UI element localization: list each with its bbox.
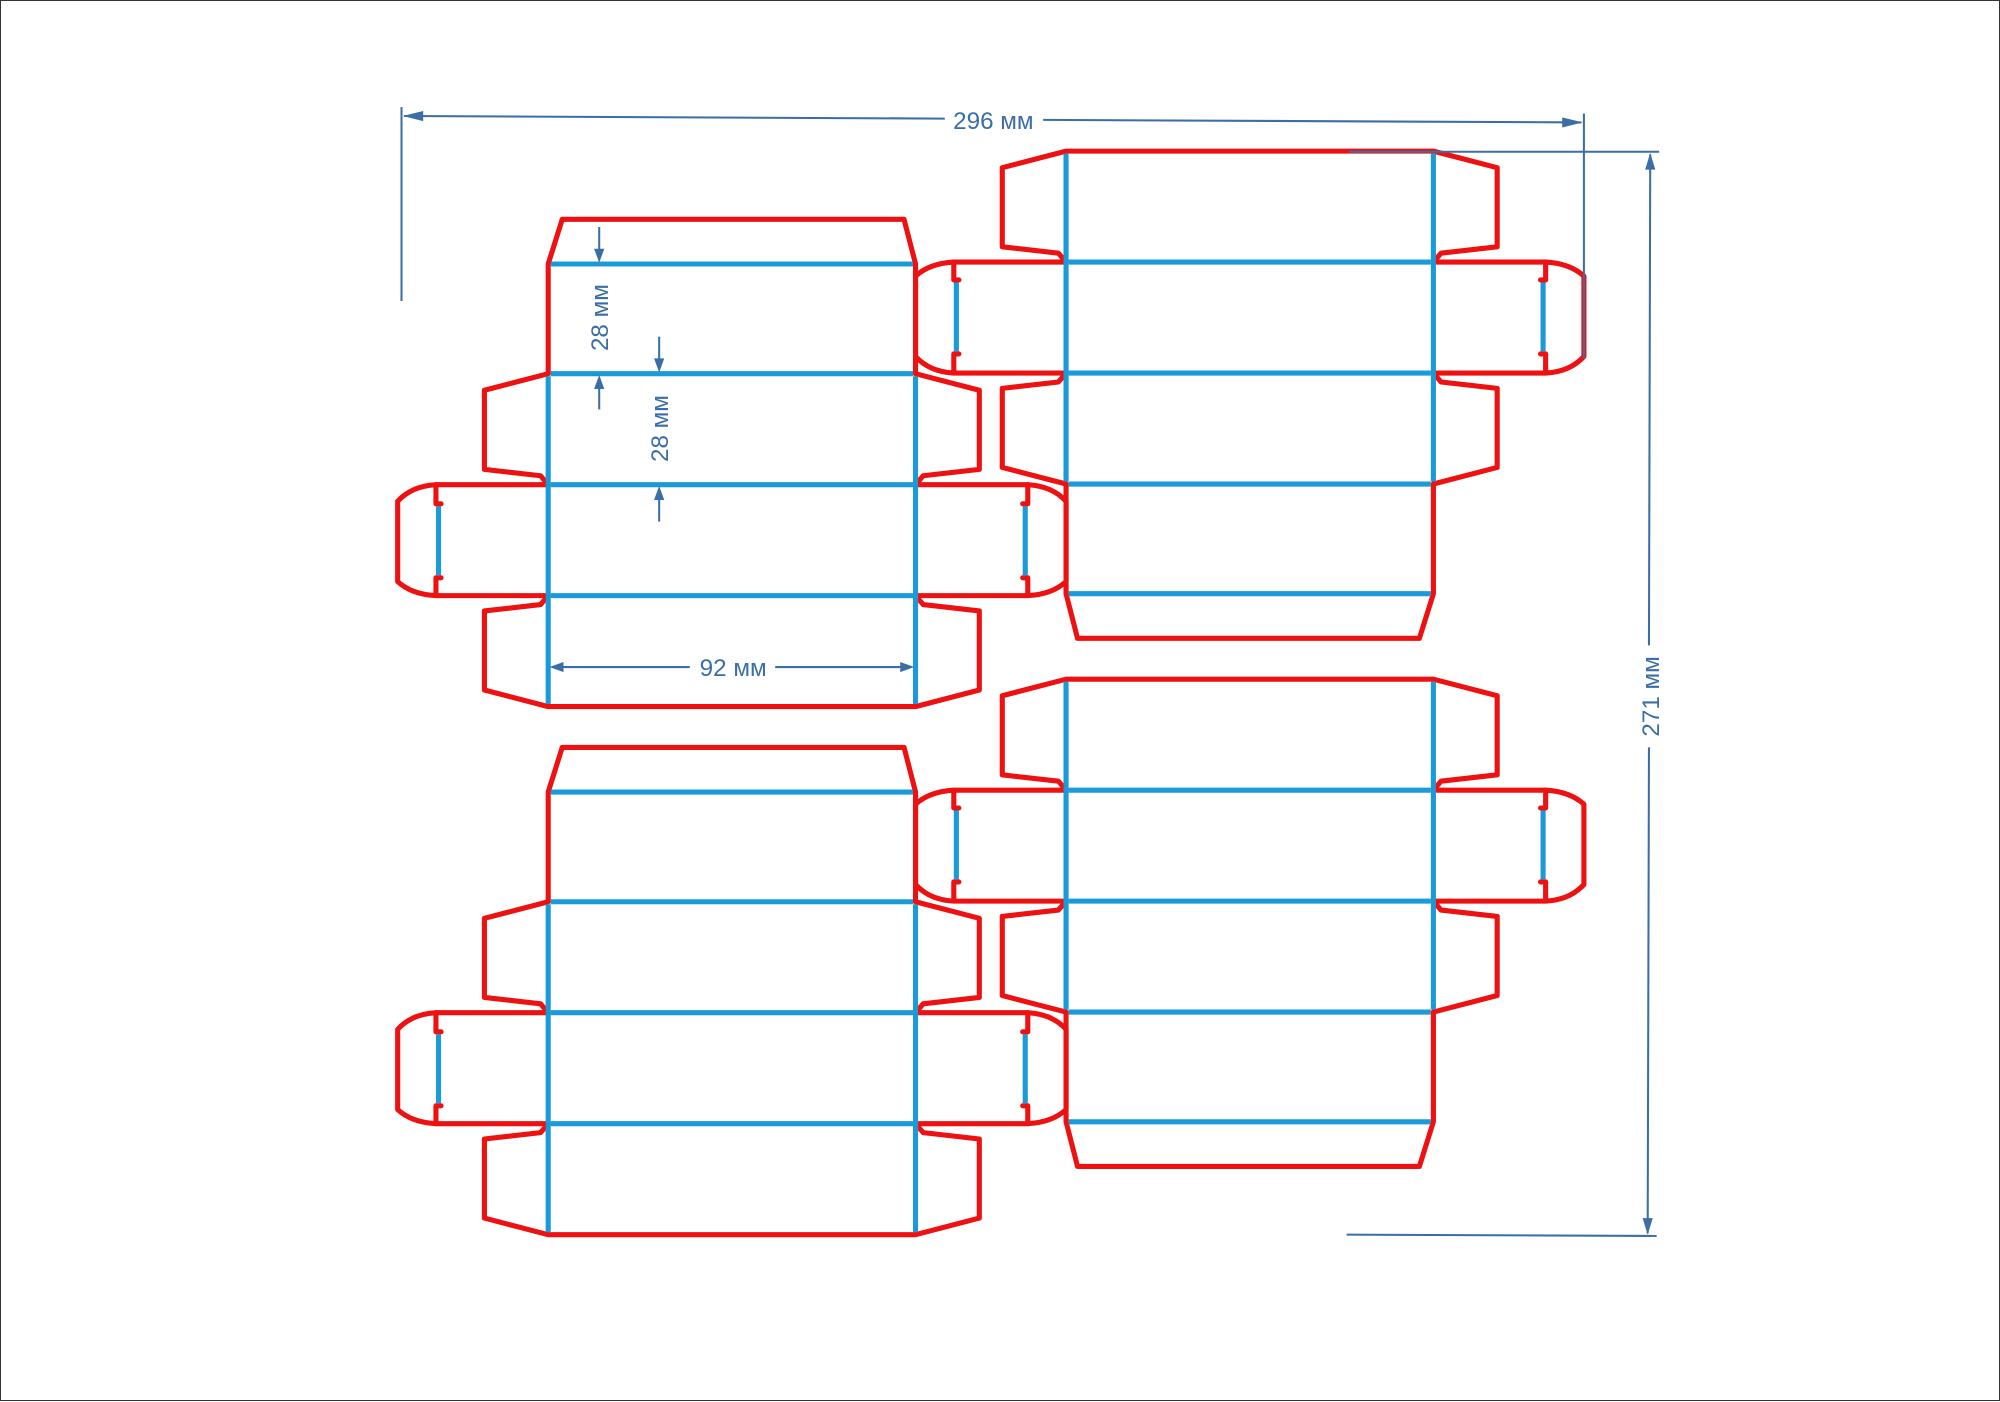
- arrow-icon: [1642, 1218, 1653, 1235]
- arrow-icon: [594, 374, 605, 389]
- arrow-icon: [1562, 117, 1583, 128]
- flap-height-label: 28 мм: [587, 284, 614, 351]
- dimension-line: [1647, 154, 1652, 646]
- extension-line: [1346, 1233, 1657, 1237]
- width-label: 296 мм: [953, 108, 1033, 135]
- dimension-line: [1043, 118, 1582, 124]
- width-dimension: 296 мм: [400, 103, 1585, 359]
- arrow-icon: [402, 110, 424, 122]
- arrow-icon: [654, 485, 665, 500]
- arrow-icon: [654, 358, 665, 373]
- arrow-icon: [594, 248, 605, 263]
- dimension-line: [1646, 747, 1650, 1234]
- height-label: 271 мм: [1638, 656, 1665, 736]
- arrow-icon: [900, 661, 915, 673]
- height-dimension: [1346, 150, 1660, 1237]
- panel-height-label: 28 мм: [647, 395, 674, 462]
- dimension-line: [404, 115, 945, 120]
- arrow-icon: [1645, 153, 1656, 170]
- panel-width-label: 92 мм: [700, 655, 767, 682]
- arrow-icon: [549, 661, 564, 673]
